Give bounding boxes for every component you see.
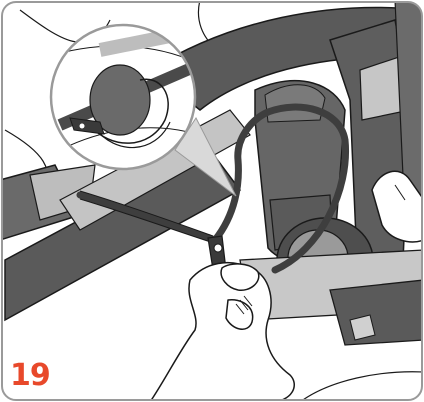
step-number: 19 xyxy=(10,360,50,392)
